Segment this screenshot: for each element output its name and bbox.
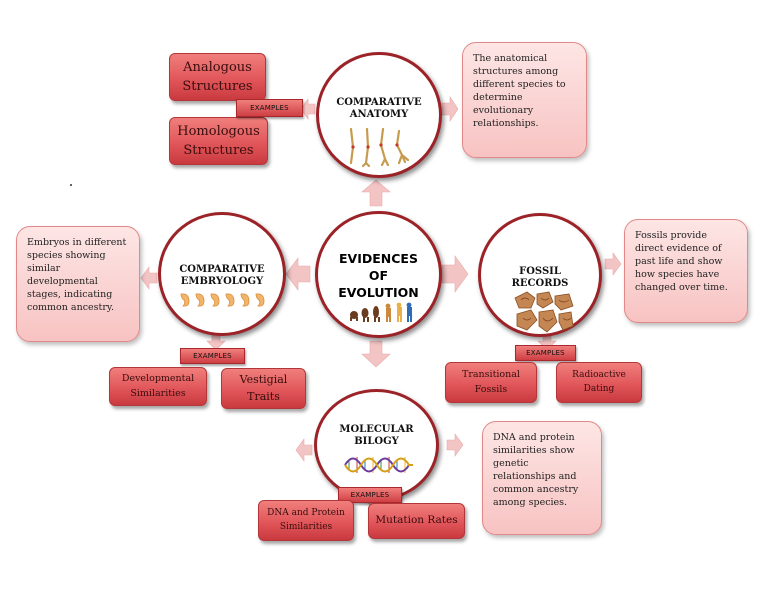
fossil-examples-label: EXAMPLES: [515, 345, 576, 361]
molecular-examples-label: EXAMPLES: [338, 487, 402, 503]
block-arrow-icon: [361, 340, 391, 368]
fossil-description: Fossils provide direct evidence of past …: [624, 219, 748, 323]
fossil-rocks-icon: [514, 291, 574, 333]
fossil-title: FOSSIL RECORDS: [481, 266, 599, 290]
anatomy-title-line1: COMPARATIVE: [336, 97, 422, 108]
fossil-title-line2: RECORDS: [511, 278, 569, 289]
block-arrow-icon: [441, 96, 459, 122]
center-title-line3: EVOLUTION: [338, 285, 419, 300]
transitional-line2: Fossils: [474, 383, 508, 395]
analogous-line2: Structures: [182, 79, 253, 94]
homologous-line2: Structures: [183, 143, 254, 158]
molecular-title-line2: BILOGY: [354, 436, 399, 447]
fossil-title-line1: FOSSIL: [519, 266, 561, 277]
block-arrow-icon: [441, 255, 469, 293]
center-title-line2: OF: [368, 268, 389, 283]
block-arrow-icon: [285, 257, 311, 291]
block-arrow-icon: [604, 252, 622, 276]
homologous-line1: Homologous: [177, 123, 260, 139]
evolution-figures-icon: [350, 302, 412, 322]
stray-dot: [70, 184, 72, 186]
embryology-circle: COMPARATIVE EMBRYOLOGY: [158, 212, 286, 336]
molecular-circle: MOLECULAR BILOGY: [314, 389, 439, 501]
molecular-title: MOLECULAR BILOGY: [317, 424, 436, 448]
vestigial-line2: Traits: [247, 389, 280, 403]
molecular-title-line1: MOLECULAR: [339, 424, 414, 435]
block-arrow-icon: [361, 179, 391, 207]
embryo-stages-icon: [180, 293, 265, 307]
embryology-title-line1: COMPARATIVE: [179, 264, 265, 275]
embryology-title-line2: EMBRYOLOGY: [180, 276, 264, 287]
dna-protein-line2: Similarities: [279, 521, 333, 532]
radioactive-line2: Dating: [583, 383, 615, 394]
anatomy-title-line2: ANATOMY: [349, 109, 409, 120]
fossil-circle: FOSSIL RECORDS: [478, 213, 602, 337]
mutation-rates-label: Mutation Rates: [375, 514, 458, 527]
dna-protein-line1: DNA and Protein: [267, 508, 345, 518]
center-circle: EVIDENCES OF EVOLUTION: [315, 211, 442, 338]
developmental-line1: Developmental: [121, 373, 195, 385]
transitional-line1: Transitional: [462, 369, 520, 381]
center-title-line1: EVIDENCES: [339, 251, 418, 266]
embryology-title: COMPARATIVE EMBRYOLOGY: [161, 264, 283, 288]
anatomy-description: The anatomical structures among differen…: [462, 42, 587, 158]
center-title: EVIDENCES OF EVOLUTION: [318, 250, 439, 301]
embryology-description: Embryos in different species showing sim…: [16, 226, 140, 342]
mutation-rates-box: Mutation Rates: [368, 503, 465, 539]
anatomy-circle: COMPARATIVE ANATOMY: [316, 52, 442, 178]
vestigial-line1: Vestigial: [239, 373, 288, 386]
block-arrow-icon: [446, 433, 464, 457]
dna-helix-icon: [344, 457, 413, 473]
block-arrow-icon: [300, 98, 316, 120]
bone-limbs-icon: [349, 127, 410, 167]
block-arrow-icon: [140, 266, 158, 290]
block-arrow-icon: [295, 438, 313, 462]
developmental-line2: Similarities: [130, 387, 186, 399]
anatomy-title: COMPARATIVE ANATOMY: [319, 97, 439, 121]
molecular-description: DNA and protein similarities show geneti…: [482, 421, 602, 535]
analogous-line1: Analogous: [183, 59, 252, 75]
anatomy-examples-label: EXAMPLES: [236, 99, 303, 117]
radioactive-line1: Radioactive: [572, 370, 626, 380]
embryology-examples-label: EXAMPLES: [180, 348, 245, 364]
